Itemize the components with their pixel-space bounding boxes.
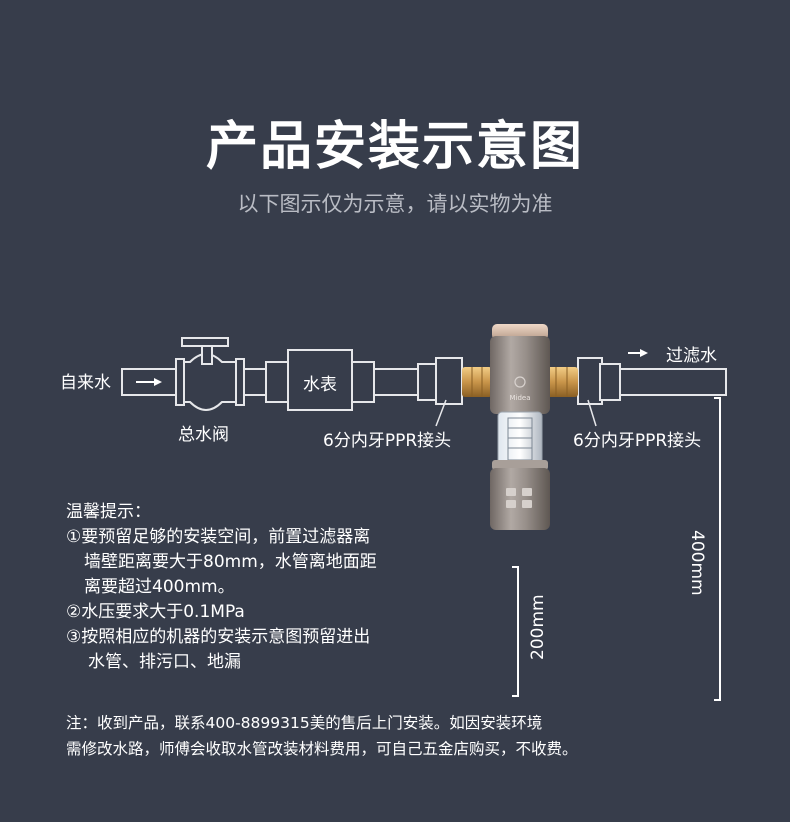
- tips-heading: 温馨提示：: [66, 502, 151, 522]
- inlet-arrow: [136, 378, 162, 386]
- filter-lower-body: [490, 468, 550, 530]
- valve-flange-left: [175, 358, 185, 406]
- connector-right-outer: [599, 363, 621, 401]
- outlet-label: 过滤水: [666, 346, 717, 366]
- install-note: 注：收到产品，联系400-8899315美的售后上门安装。如因安装环境 需修改水…: [66, 710, 726, 762]
- valve-handle: [181, 337, 229, 347]
- dimension-400: [714, 397, 721, 701]
- connector-left-inner: [435, 357, 463, 405]
- note-line: 注：收到产品，联系400-8899315美的售后上门安装。如因安装环境: [66, 714, 543, 732]
- dimension-200: [512, 566, 519, 697]
- height-400-label: 400mm: [687, 530, 707, 596]
- note-line: 需修改水路，师傅会收取水管改装材料费用，可自己五金店购买，不收费。: [66, 740, 578, 758]
- tips-line: ②水压要求大于0.1MPa: [66, 602, 245, 622]
- pipe-line: [121, 337, 727, 411]
- meter-flange-right: [351, 361, 375, 403]
- connector-right-leader: [587, 399, 597, 427]
- meter-flange-left: [265, 361, 289, 403]
- tips-line: 水管、排污口、地漏: [88, 652, 241, 672]
- brass-nut-left: [462, 367, 492, 397]
- tips-panel: 温馨提示： ①要预留足够的安装空间，前置过滤器离 墙壁距离要大于80mm，水管离…: [66, 500, 486, 675]
- inlet-label: 自来水: [60, 373, 111, 393]
- outlet-arrow: [628, 349, 648, 357]
- page-title: 产品安装示意图: [205, 117, 584, 177]
- brand-mark: Midea: [509, 394, 530, 402]
- connector-left-label: 6分内牙PPR接头: [323, 431, 451, 451]
- connector-right-inner: [577, 357, 603, 405]
- page-subtitle: 以下图示仅为示意，请以实物为准: [237, 192, 553, 216]
- filter-upper-body: [490, 336, 550, 414]
- connector-right-label: 6分内牙PPR接头: [573, 431, 701, 451]
- inlet-pipe: [121, 368, 183, 396]
- tips-line: ③按照相应的机器的安装示意图预留进出: [66, 627, 371, 647]
- brass-nut-right: [546, 367, 578, 397]
- tips-line: 墙壁距离要大于80mm，水管离地面距: [84, 552, 377, 572]
- filter-lower-ring: [492, 460, 548, 470]
- valve-flange-right: [235, 358, 245, 406]
- tips-line: ①要预留足够的安装空间，前置过滤器离: [66, 527, 371, 547]
- filter-product: Midea: [462, 324, 578, 530]
- valve-label: 总水阀: [178, 425, 229, 445]
- meter-body: [287, 349, 353, 411]
- outlet-pipe: [619, 368, 727, 396]
- pipe-meter-connector: [373, 368, 419, 396]
- height-200-label: 200mm: [528, 594, 548, 660]
- connector-left-leader: [435, 399, 447, 427]
- tips-line: 离要超过400mm。: [84, 577, 235, 597]
- meter-label: 水表: [303, 375, 337, 395]
